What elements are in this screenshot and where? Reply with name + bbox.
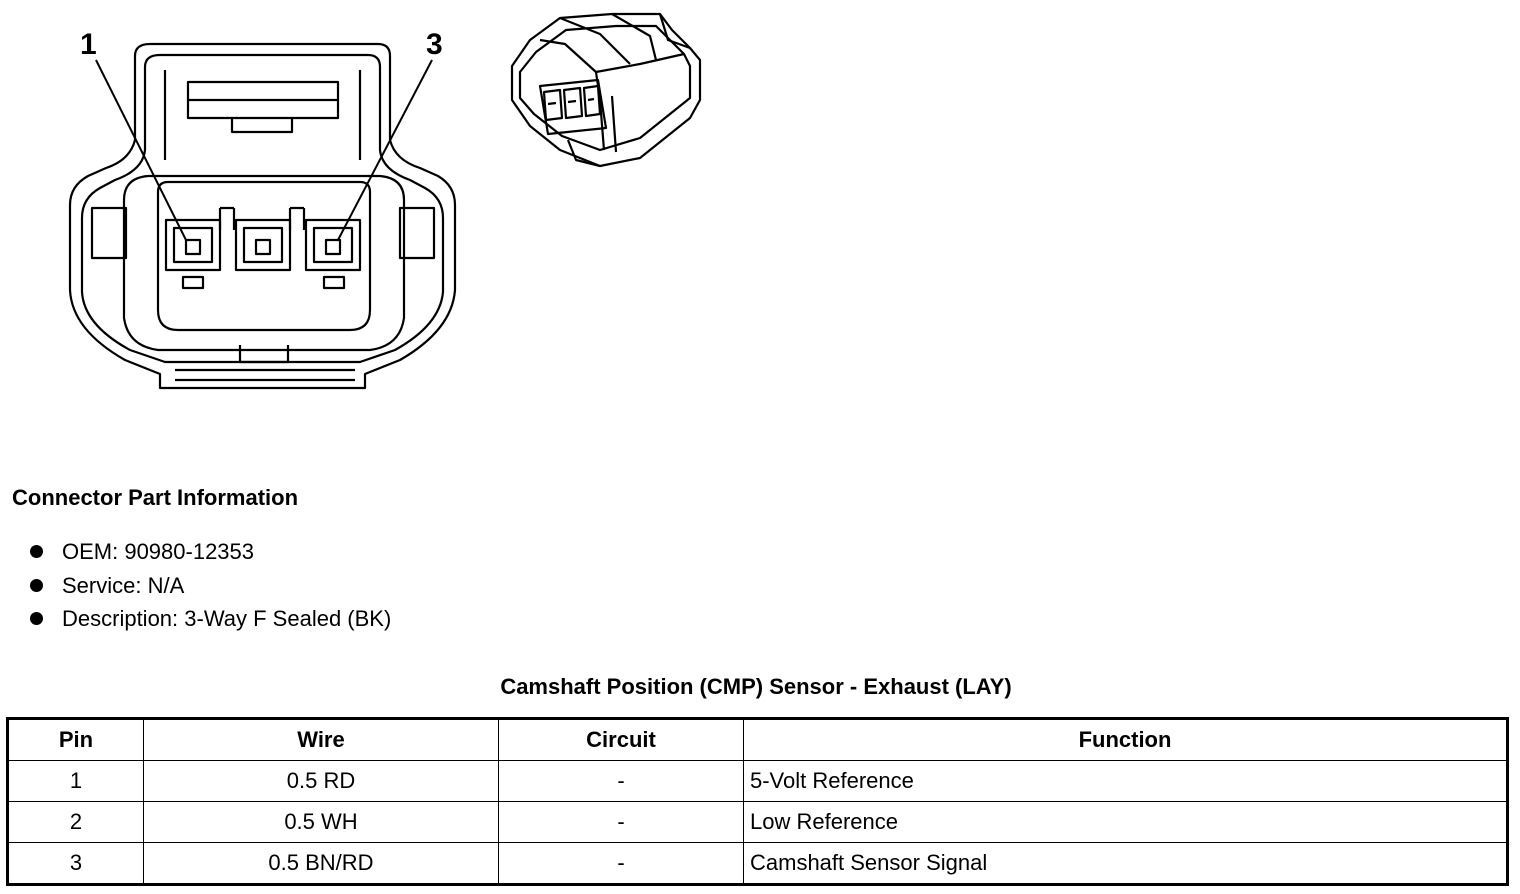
connector-diagram [68,12,702,390]
pin-cavity-1 [164,218,222,272]
table-row: 3 0.5 BN/RD - Camshaft Sensor Signal [7,842,1508,885]
connector-inner-shell [80,53,445,364]
oem-text: OEM: 90980-12353 [62,539,255,564]
table-header-row: Pin Wire Circuit Function [7,718,1508,761]
bullet-icon [30,545,43,558]
connector-info-list: OEM: 90980-12353 Service: N/A Descriptio… [30,537,391,638]
service-text: Service: N/A [62,572,185,598]
connector-outer-body [68,42,457,390]
pin-cavity-3 [304,218,362,272]
list-item-oem: OEM: 90980-12353 [30,537,391,571]
cell-circuit: - [498,760,744,802]
table-row: 1 0.5 RD - 5-Volt Reference [7,760,1508,802]
header-circuit: Circuit [498,718,744,761]
cell-pin: 2 [7,801,144,843]
latch [186,80,340,120]
cell-function: 5-Volt Reference [743,760,1508,802]
header-pin: Pin [7,718,144,761]
header-wire: Wire [143,718,499,761]
cell-wire: 0.5 RD [143,760,499,802]
bullet-icon [30,578,43,592]
connector-info-heading: Connector Part Information [12,485,299,510]
pinout-table: Pin Wire Circuit Function 1 0.5 RD - 5-V… [6,717,1509,886]
cell-circuit: - [498,801,744,843]
pin-label-1: 1 [80,28,97,61]
cell-pin: 1 [7,760,144,802]
leader-line-1 [95,59,187,241]
cell-function: Low Reference [743,801,1508,843]
header-function: Function [743,718,1508,761]
cell-wire: 0.5 BN/RD [143,842,499,885]
description-text: Description: 3-Way F Sealed (BK) [62,606,392,631]
pin-label-3: 3 [426,28,443,61]
cell-function: Camshaft Sensor Signal [743,842,1508,885]
terminal-cavity [156,180,372,332]
pin-cavity-2 [234,218,292,272]
list-item-service: Service: N/A [30,571,391,605]
table-row: 2 0.5 WH - Low Reference [7,801,1508,843]
connector-isometric-view [510,12,702,168]
table-title: Camshaft Position (CMP) Sensor - Exhaust… [500,674,1012,699]
bullet-icon [30,612,43,625]
leader-line-3 [337,59,433,241]
cell-pin: 3 [7,842,144,885]
cell-wire: 0.5 WH [143,801,499,843]
list-item-description: Description: 3-Way F Sealed (BK) [30,604,391,638]
cell-circuit: - [498,842,744,885]
